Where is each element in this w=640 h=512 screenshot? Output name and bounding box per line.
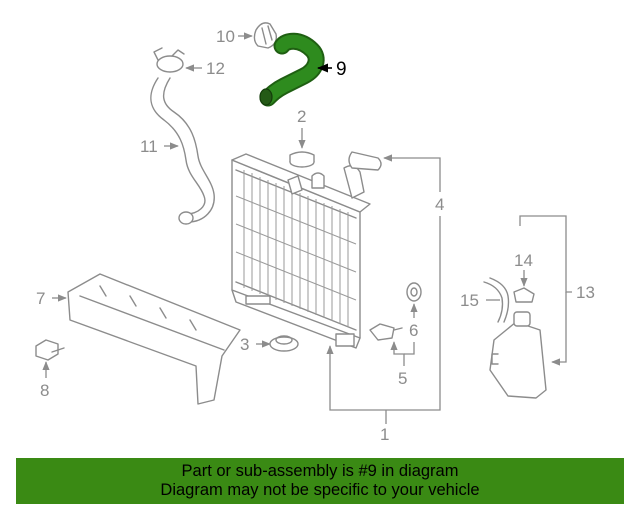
- callout-15: 15: [460, 291, 479, 310]
- callout-13: 13: [576, 283, 595, 302]
- reservoir-cap-14[interactable]: [513, 287, 535, 303]
- callout-6: 6: [409, 321, 418, 340]
- lower-radiator-hose-11[interactable]: [150, 77, 215, 225]
- parts-diagram: 10 9 12 11 2 4 1 3 6 5 7 8 13 14 15: [35, 22, 595, 444]
- radiator-cap-2[interactable]: [289, 151, 315, 168]
- hose-clamp-12[interactable]: [153, 47, 185, 73]
- banner-line-1: Part or sub-assembly is #9 in diagram: [181, 462, 459, 480]
- callout-labels: 10 9 12 11 2 4 1 3 6 5 7 8 13 14 15: [36, 27, 595, 444]
- o-ring-6[interactable]: [406, 282, 422, 302]
- leader-1: [326, 216, 441, 411]
- upper-radiator-hose-9[interactable]: [259, 32, 325, 107]
- hose-clamp-10[interactable]: [253, 22, 278, 49]
- callout-8: 8: [40, 381, 49, 400]
- coolant-reservoir-13[interactable]: [489, 311, 547, 399]
- leader-5a: [390, 341, 405, 366]
- callout-9: 9: [336, 59, 347, 80]
- drain-cock-5[interactable]: [369, 323, 403, 341]
- callout-5: 5: [398, 369, 407, 388]
- callout-4: 4: [435, 195, 444, 214]
- callout-3: 3: [240, 335, 249, 354]
- part-info-banner: Part or sub-assembly is #9 in diagram Di…: [16, 458, 624, 504]
- mount-bushing-3[interactable]: [269, 335, 299, 352]
- callout-14: 14: [514, 251, 533, 270]
- callout-11: 11: [140, 137, 158, 156]
- callout-12: 12: [206, 59, 225, 78]
- leader-13a: [519, 215, 572, 293]
- banner-line-2: Diagram may not be specific to your vehi…: [160, 481, 480, 499]
- leader-lines: [42, 32, 572, 424]
- callout-2: 2: [297, 107, 306, 126]
- bolt-8[interactable]: [35, 339, 65, 361]
- reservoir-cap-4[interactable]: [348, 151, 382, 171]
- callout-10: 10: [216, 27, 235, 46]
- leader-13b: [551, 292, 567, 366]
- callout-7: 7: [36, 289, 45, 308]
- leader-5b: [404, 342, 415, 355]
- radiator-core[interactable]: [231, 153, 371, 349]
- callout-1: 1: [380, 425, 389, 444]
- overflow-hose-15[interactable]: [483, 277, 510, 323]
- support-bracket-7[interactable]: [67, 273, 241, 405]
- leader-4a: [383, 154, 441, 192]
